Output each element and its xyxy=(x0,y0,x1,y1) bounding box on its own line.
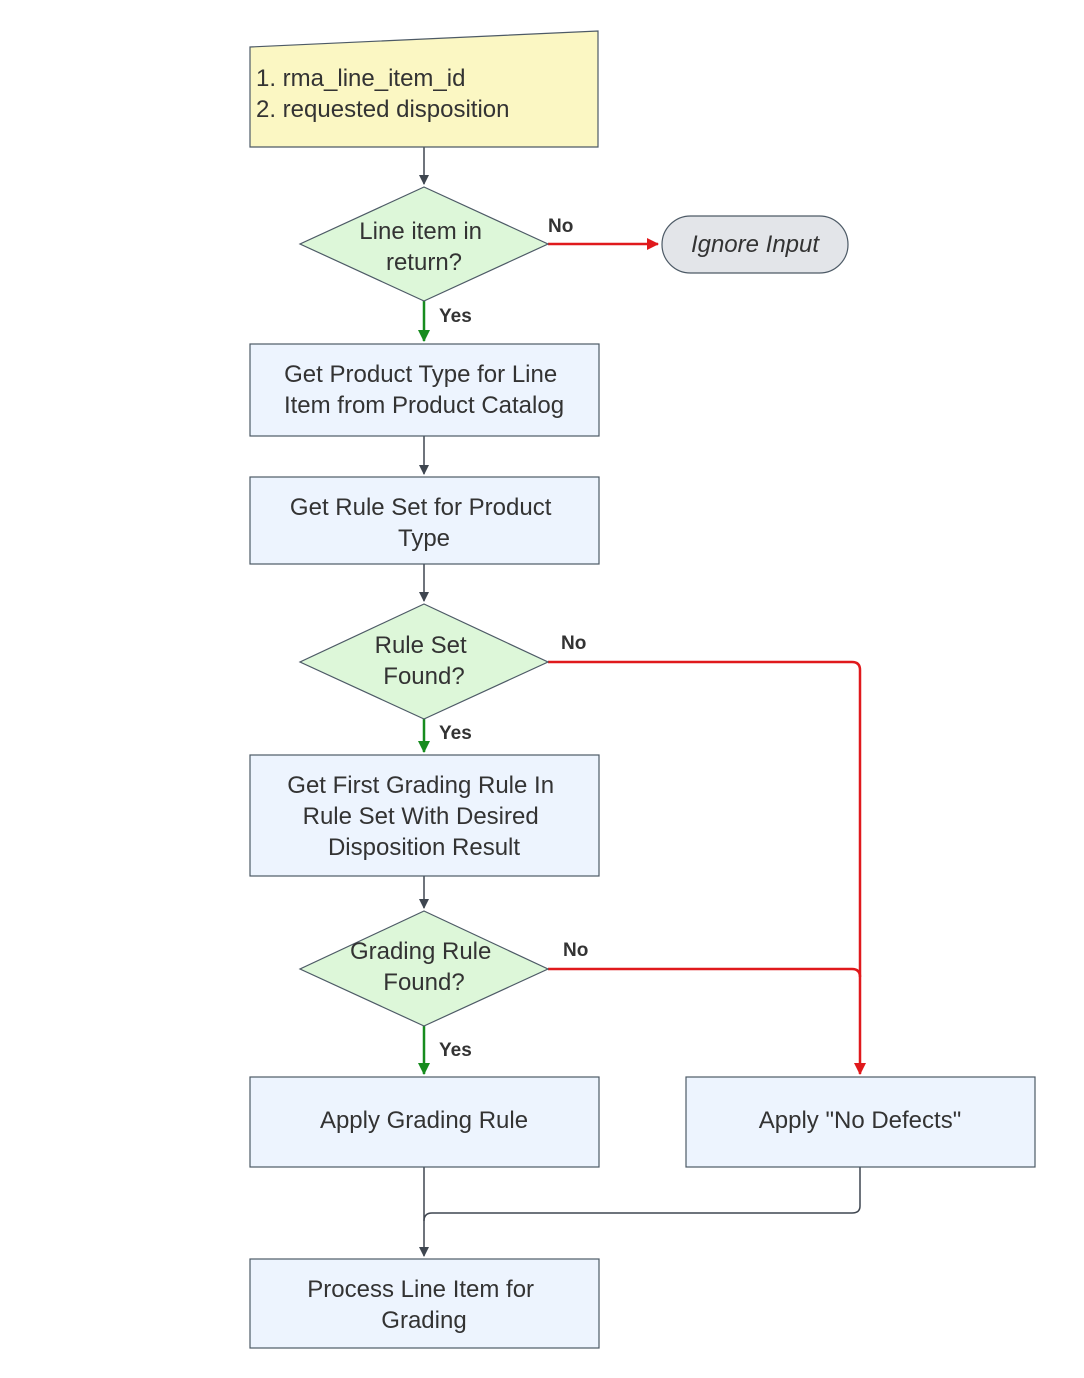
edge-no-defects-to-process xyxy=(423,1167,861,1222)
process-apply-no-defects: Apply "No Defects" xyxy=(685,1076,1036,1168)
decision-line-item-in-return: Line item in return? xyxy=(298,186,550,302)
process-apply-grading-rule-text: Apply Grading Rule xyxy=(320,1107,528,1134)
process-get-first-grading-rule: Get First Grading Rule In Rule Set With … xyxy=(249,754,600,877)
label-line-item-yes: Yes xyxy=(439,306,472,327)
input-node-text: 1. rma_line_item_id 2. requested disposi… xyxy=(256,65,510,123)
process-get-first-grading-rule-text: Get First Grading Rule In Rule Set With … xyxy=(287,772,560,861)
process-apply-grading-rule: Apply Grading Rule xyxy=(249,1076,600,1168)
label-grading-rule-yes: Yes xyxy=(439,1040,472,1061)
edge-grading-rule-no xyxy=(548,967,862,978)
label-rule-set-yes: Yes xyxy=(439,723,472,744)
process-get-product-type: Get Product Type for Line Item from Prod… xyxy=(249,343,600,437)
decision-grading-rule-found: Grading Rule Found? xyxy=(298,910,550,1027)
decision-line-item-text: Line item in return? xyxy=(359,218,488,276)
label-rule-set-no: No xyxy=(561,633,586,654)
process-line-item-for-grading: Process Line Item for Grading xyxy=(249,1258,600,1349)
terminal-ignore-input: Ignore Input xyxy=(661,215,849,274)
input-node: 1. rma_line_item_id 2. requested disposi… xyxy=(249,30,599,148)
process-get-product-type-text: Get Product Type for Line Item from Prod… xyxy=(284,361,564,419)
decision-rule-set-text: Rule Set Found? xyxy=(375,632,474,690)
process-line-item-for-grading-text: Process Line Item for Grading xyxy=(307,1276,540,1334)
label-line-item-no: No xyxy=(548,216,573,237)
terminal-ignore-text: Ignore Input xyxy=(691,231,820,258)
process-get-rule-set: Get Rule Set for Product Type xyxy=(249,476,600,565)
process-apply-no-defects-text: Apply "No Defects" xyxy=(759,1107,961,1134)
edge-rule-set-no xyxy=(548,660,866,1075)
decision-grading-rule-text: Grading Rule Found? xyxy=(350,938,498,996)
label-grading-rule-no: No xyxy=(563,940,588,961)
process-get-rule-set-text: Get Rule Set for Product Type xyxy=(290,494,558,552)
decision-rule-set-found: Rule Set Found? xyxy=(298,603,550,720)
